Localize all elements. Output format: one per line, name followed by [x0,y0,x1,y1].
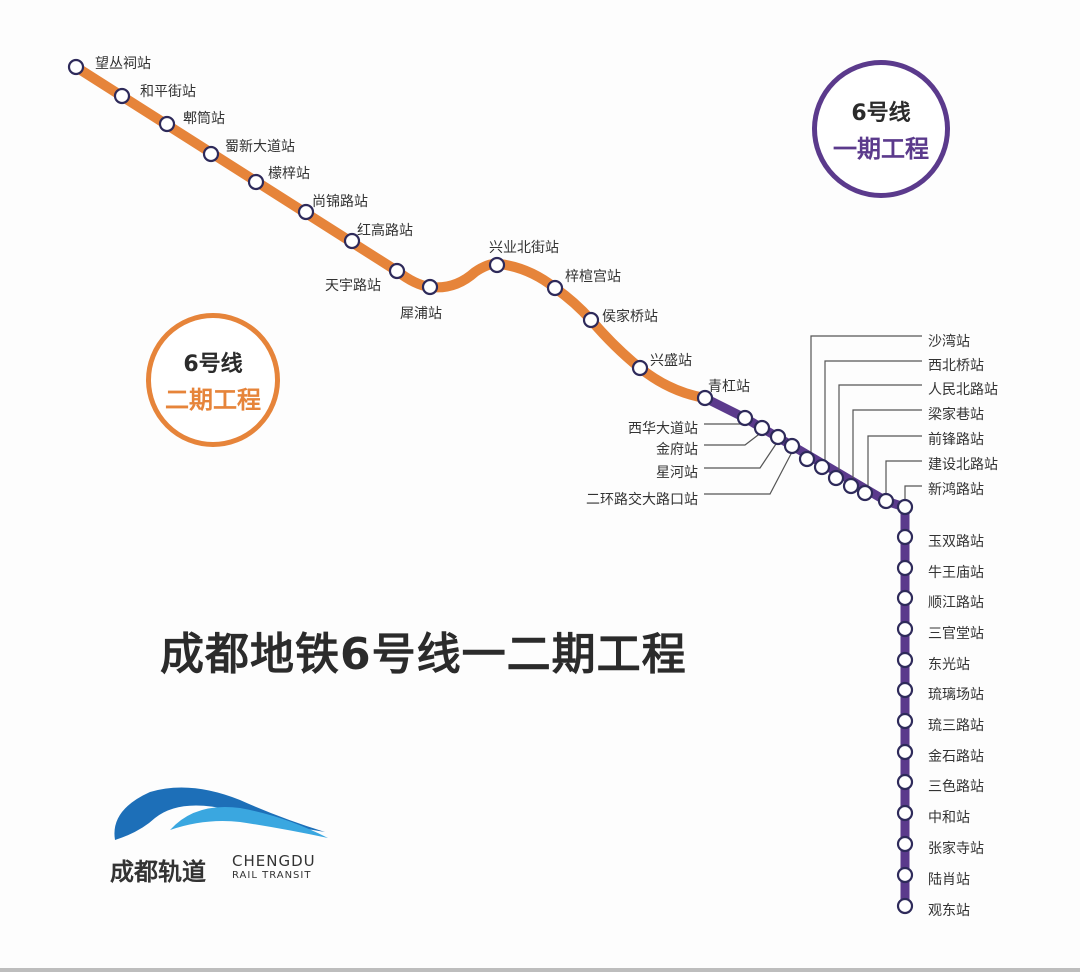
phase2-station-label: 蜀新大道站 [225,139,295,155]
phase2-station-label: 望丛祠站 [95,56,151,72]
phase2-station-marker[interactable] [158,115,176,133]
phase1-station-label: 建设北路站 [928,457,998,473]
phase2-station-label: 兴业北街站 [489,240,559,256]
phase2-badge: 6号线 二期工程 [146,313,280,447]
phase1-station-label: 中和站 [928,810,970,826]
phase1-station-marker[interactable] [896,897,914,915]
phase1-station-marker[interactable] [696,389,714,407]
phase2-station-marker[interactable] [297,203,315,221]
phase1-station-label: 新鸿路站 [928,481,984,498]
phase1-station-marker[interactable] [798,450,816,468]
phase1-station-marker[interactable] [813,458,831,476]
phase1-station-marker[interactable] [896,681,914,699]
phase1-station-marker[interactable] [736,409,754,427]
logo-en-line1: CHENGDU [232,852,316,870]
phase1-station-label: 梁家巷站 [928,406,984,423]
phase1-badge: 6号线 一期工程 [812,60,950,198]
bottom-border [0,968,1080,972]
phase2-station-marker[interactable] [582,311,600,329]
phase1-station-label: 西北桥站 [928,358,984,374]
phase1-station-marker[interactable] [896,498,914,516]
phase1-station-marker[interactable] [896,528,914,546]
phase1-station-label: 二环路交大路口站 [586,491,698,508]
phase1-station-label: 顺江路站 [928,595,984,611]
phase1-badge-phase: 一期工程 [833,134,929,163]
phase1-station-label: 张家寺站 [928,840,984,857]
phase2-station-marker[interactable] [247,173,265,191]
phase1-station-label: 星河站 [656,465,698,481]
phase1-station-marker[interactable] [896,773,914,791]
phase2-station-marker[interactable] [343,232,361,250]
wave-logo-icon [114,787,328,840]
phase1-station-label: 青杠站 [708,379,750,395]
phase2-stations [67,58,649,377]
phase2-station-marker[interactable] [488,256,506,274]
phase2-station-marker[interactable] [631,359,649,377]
phase1-station-label: 陆肖站 [928,872,970,888]
phase1-station-marker[interactable] [753,419,771,437]
phase2-station-marker[interactable] [388,262,406,280]
phase1-station-marker[interactable] [896,651,914,669]
phase1-station-label: 金石路站 [928,749,984,765]
phase1-station-label: 玉双路站 [928,534,984,550]
phase2-station-label: 檬梓站 [268,166,310,182]
phase2-station-label: 天宇路站 [325,278,381,294]
phase1-station-marker[interactable] [769,428,787,446]
phase1-badge-line: 6号线 [851,100,911,126]
phase1-station-marker[interactable] [896,804,914,822]
chengdu-rail-logo: 成都轨道 CHENGDU RAIL TRANSIT [110,780,340,890]
phase1-station-marker[interactable] [856,484,874,502]
phase1-station-label: 三官堂站 [928,626,984,642]
phase1-station-label: 前锋路站 [928,431,984,448]
phase2-station-marker[interactable] [421,278,439,296]
phase2-badge-line: 6号线 [183,351,243,377]
phase1-station-label: 西华大道站 [628,421,698,437]
phase1-station-label: 金府站 [656,442,698,458]
phase2-station-marker[interactable] [546,279,564,297]
phase1-station-label: 牛王庙站 [928,565,984,581]
logo-en-line2: RAIL TRANSIT [232,870,312,881]
phase1-station-label: 东光站 [928,657,970,673]
phase2-station-label: 尚锦路站 [312,193,368,210]
phase1-station-label: 三色路站 [928,778,984,795]
phase1-station-label: 观东站 [928,903,970,919]
phase1-station-marker[interactable] [896,620,914,638]
logo-cn-text: 成都轨道 [110,858,206,886]
map-title: 成都地铁6号线一二期工程 [160,629,687,680]
phase1-station-marker[interactable] [783,437,801,455]
phase1-station-marker[interactable] [877,492,895,510]
leader-lines-right [810,335,922,500]
phase2-station-label: 梓楦宫站 [565,269,621,285]
phase1-station-marker[interactable] [827,469,845,487]
phase1-station-label: 沙湾站 [928,333,970,350]
phase1-station-label: 琉璃场站 [928,686,984,703]
phase2-badge-phase: 二期工程 [165,385,261,414]
phase1-station-marker[interactable] [896,866,914,884]
phase2-station-label: 郫筒站 [183,110,225,127]
phase1-station-marker[interactable] [896,835,914,853]
phase1-station-marker[interactable] [896,712,914,730]
phase2-station-marker[interactable] [202,145,220,163]
phase2-station-label: 犀浦站 [400,306,442,322]
phase1-stations [696,389,914,915]
phase2-station-label: 侯家桥站 [602,308,658,325]
phase2-station-label: 兴盛站 [650,353,692,369]
phase1-station-marker[interactable] [896,589,914,607]
phase1-station-marker[interactable] [896,559,914,577]
phase2-station-label: 和平街站 [140,84,196,100]
phase1-station-marker[interactable] [896,743,914,761]
phase1-line-track [702,393,910,906]
phase1-station-label: 人民北路站 [928,382,998,398]
phase1-station-marker[interactable] [842,477,860,495]
phase2-station-label: 红高路站 [357,222,413,239]
phase1-station-label: 琉三路站 [928,718,984,734]
phase2-station-marker[interactable] [113,87,131,105]
leader-lines-left [704,423,793,495]
phase2-station-marker[interactable] [67,58,85,76]
